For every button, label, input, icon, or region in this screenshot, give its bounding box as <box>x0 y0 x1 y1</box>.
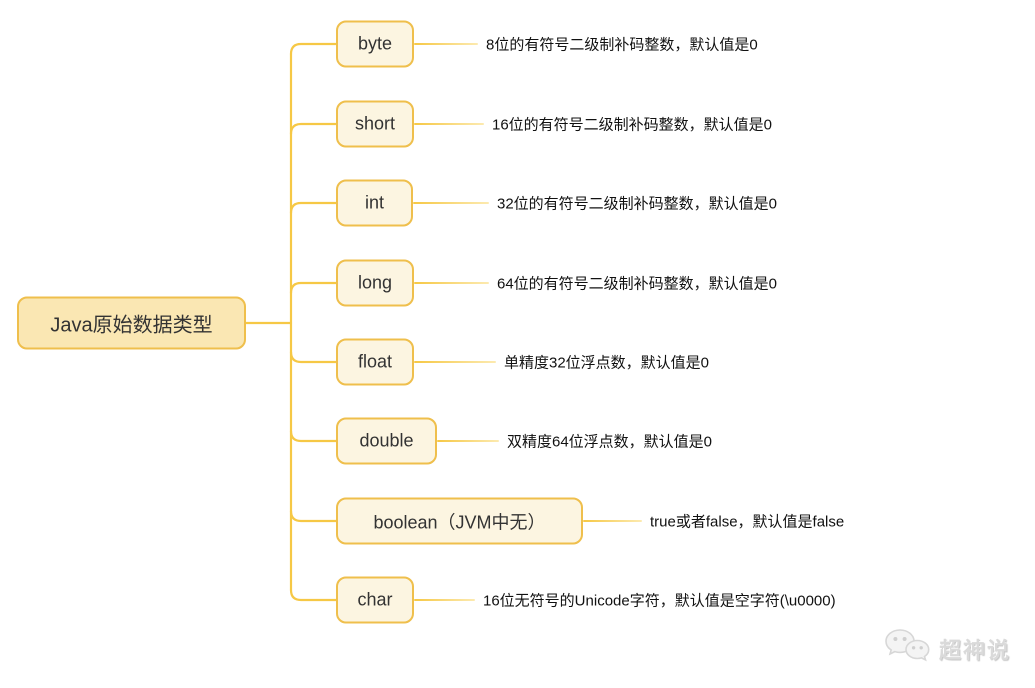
topic-description-float: 单精度32位浮点数，默认值是0 <box>504 354 710 372</box>
watermark-text: 超神说 <box>938 637 1011 663</box>
root-topic-node: Java原始数据类型 <box>17 296 246 350</box>
topic-node-short: short <box>336 100 414 148</box>
desc-link-short <box>414 123 484 125</box>
desc-link-boolean <box>583 520 642 522</box>
desc-link-int <box>413 202 489 204</box>
topic-label: short <box>354 113 396 134</box>
watermark: 超神说 <box>883 627 1011 670</box>
topic-node-double: double <box>336 417 437 465</box>
topic-description-int: 32位的有符号二级制补码整数，默认值是0 <box>497 195 778 213</box>
topic-node-byte: byte <box>336 20 414 68</box>
topic-description-double: 双精度64位浮点数，默认值是0 <box>507 433 713 451</box>
topic-label: float <box>357 351 393 372</box>
topic-label: double <box>359 430 414 451</box>
desc-link-float <box>414 361 496 363</box>
topic-label: boolean（JVM中无） <box>373 512 546 532</box>
topic-node-float: float <box>336 338 414 386</box>
topic-description-short: 16位的有符号二级制补码整数，默认值是0 <box>492 116 773 134</box>
topic-node-long: long <box>336 259 414 307</box>
desc-link-char <box>414 599 475 601</box>
topic-description-long: 64位的有符号二级制补码整数，默认值是0 <box>497 275 778 293</box>
topic-node-boolean: boolean（JVM中无） <box>336 497 583 545</box>
desc-link-long <box>414 282 489 284</box>
topic-label: long <box>357 272 393 293</box>
desc-link-double <box>437 440 499 442</box>
topic-label: char <box>357 589 393 610</box>
topic-description-boolean: true或者false，默认值是false <box>650 513 845 531</box>
topic-node-int: int <box>336 179 413 227</box>
topic-node-char: char <box>336 576 414 624</box>
topic-description-char: 16位无符号的Unicode字符，默认值是空字符(\u0000) <box>483 592 836 610</box>
wechat-bubbles-icon <box>883 627 931 670</box>
topic-label: int <box>364 192 384 213</box>
desc-link-byte <box>414 43 478 45</box>
root-topic-label: Java原始数据类型 <box>50 314 213 337</box>
topic-description-byte: 8位的有符号二级制补码整数，默认值是0 <box>486 36 758 54</box>
topic-label: byte <box>357 33 393 54</box>
